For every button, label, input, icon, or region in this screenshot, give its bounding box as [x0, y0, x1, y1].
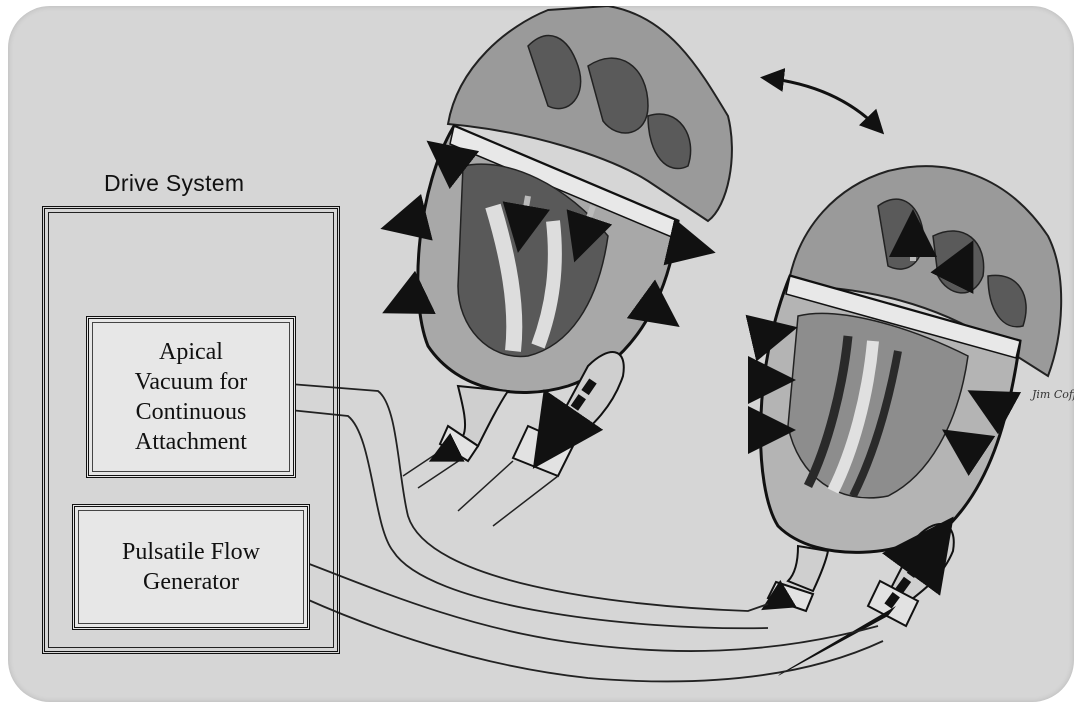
artist-signature: Jim Coffey — [1030, 388, 1074, 401]
pulsatile-flow-generator-box: Pulsatile Flow Generator — [72, 504, 310, 630]
apical-vacuum-label: Apical Vacuum for Continuous Attachment — [135, 337, 248, 457]
apical-vacuum-box: Apical Vacuum for Continuous Attachment — [86, 316, 296, 478]
drive-system-title: Drive System — [104, 170, 244, 197]
cycle-double-arrow — [766, 78, 880, 130]
pulsatile-flow-generator-label: Pulsatile Flow Generator — [122, 537, 260, 597]
upper-heart — [392, 6, 732, 526]
lower-heart: Jim Coffey — [756, 166, 1074, 676]
figure-panel: Jim Coffey Drive System Apical Vacuum fo… — [8, 6, 1074, 702]
